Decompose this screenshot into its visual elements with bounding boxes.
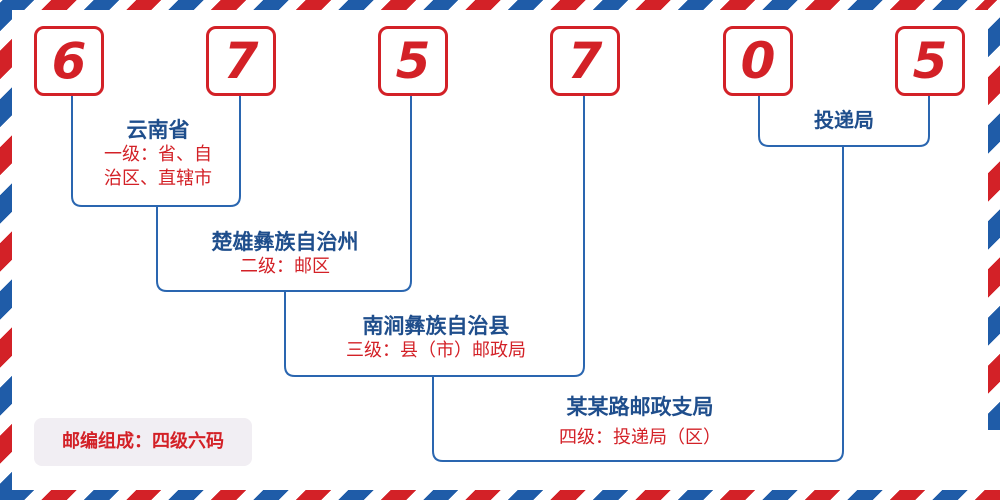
- postal-digit-3: 5: [378, 26, 448, 96]
- level-4-label: 某某路邮政支局 四级：投递局（区）: [440, 391, 840, 451]
- airmail-border-right: [988, 0, 1000, 430]
- region-province: 云南省: [126, 117, 190, 142]
- bracket-level-4: [432, 146, 844, 462]
- level-1-label: 云南省 一级：省、自 治区、直辖市: [80, 116, 236, 190]
- level-1-desc-line1: 一级：省、自: [104, 144, 212, 166]
- postal-digit-5: 0: [723, 26, 793, 96]
- region-prefecture: 楚雄彝族自治州: [211, 229, 359, 254]
- bracket-delivery: [758, 96, 930, 147]
- level-3-label: 南涧彝族自治县 三级：县（市）邮政局: [290, 312, 582, 363]
- postal-digit-1: 6: [34, 26, 104, 96]
- level-2-label: 楚雄彝族自治州 二级：邮区: [160, 228, 410, 279]
- postal-digit-6: 5: [895, 26, 965, 96]
- region-county: 南涧彝族自治县: [362, 313, 510, 338]
- level-2-desc: 二级：邮区: [240, 256, 330, 278]
- delivery-label: 投递局: [760, 107, 928, 133]
- level-3-desc: 三级：县（市）邮政局: [346, 340, 526, 362]
- postal-digit-4: 7: [550, 26, 620, 96]
- postal-code-legend: 邮编组成：四级六码: [34, 418, 252, 466]
- airmail-border-left: [0, 0, 12, 500]
- postal-digit-2: 7: [206, 26, 276, 96]
- region-branch: 某某路邮政支局: [566, 394, 714, 419]
- region-delivery: 投递局: [814, 108, 874, 132]
- airmail-border-top: [0, 0, 1000, 10]
- bracket-level-3: [284, 96, 585, 377]
- airmail-border-bottom: [0, 490, 1000, 500]
- level-4-desc: 四级：投递局（区）: [559, 426, 721, 448]
- level-1-desc-line2: 治区、直辖市: [104, 167, 212, 189]
